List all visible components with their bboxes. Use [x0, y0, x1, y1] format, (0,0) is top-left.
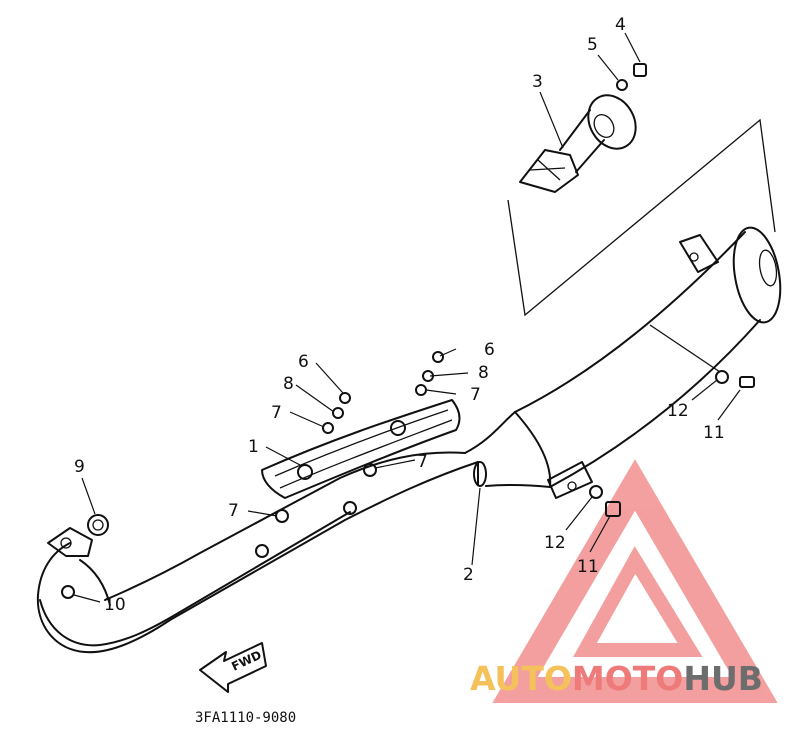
assembly-outline — [507, 118, 776, 373]
exhaust-joint — [519, 94, 637, 193]
part-code: 3FA1110-9080 — [195, 710, 296, 726]
watermark-auto: AUTO — [470, 659, 572, 698]
watermark-text: AUTOMOTOHUB — [470, 659, 763, 698]
callout-7-d: 7 — [228, 501, 239, 521]
callout-12-upper: 12 — [667, 401, 689, 421]
callout-12-lower: 12 — [544, 533, 566, 553]
callout-7-c: 7 — [417, 452, 428, 472]
callout-numbers: 1 2 3 4 5 6 6 7 7 7 7 8 8 9 10 11 11 12 … — [74, 15, 725, 615]
watermark-triangle — [492, 459, 778, 703]
callout-7-a: 7 — [271, 403, 282, 423]
callout-9: 9 — [74, 457, 85, 477]
callout-6-right: 6 — [484, 340, 495, 360]
heat-protector — [261, 399, 461, 499]
callout-11-lower: 11 — [577, 557, 599, 577]
watermark-moto: MOTO — [572, 659, 683, 698]
exhaust-pipe — [36, 226, 782, 654]
callout-8-right: 8 — [478, 363, 489, 383]
callout-2: 2 — [463, 565, 474, 585]
callout-8-left: 8 — [283, 374, 294, 394]
fwd-arrow: FWD — [199, 642, 267, 693]
watermark-hub: HUB — [683, 659, 763, 698]
leader-lines — [73, 32, 741, 603]
watermark-logo: AUTOMOTOHUB — [470, 659, 763, 698]
callout-6-left: 6 — [298, 352, 309, 372]
fasteners — [87, 63, 755, 558]
callout-7-b: 7 — [470, 385, 481, 405]
callout-10: 10 — [104, 595, 126, 615]
callout-4: 4 — [615, 15, 626, 35]
callout-5: 5 — [587, 35, 598, 55]
callout-3: 3 — [532, 72, 543, 92]
callout-11-upper: 11 — [703, 423, 725, 443]
callout-1: 1 — [248, 437, 259, 457]
